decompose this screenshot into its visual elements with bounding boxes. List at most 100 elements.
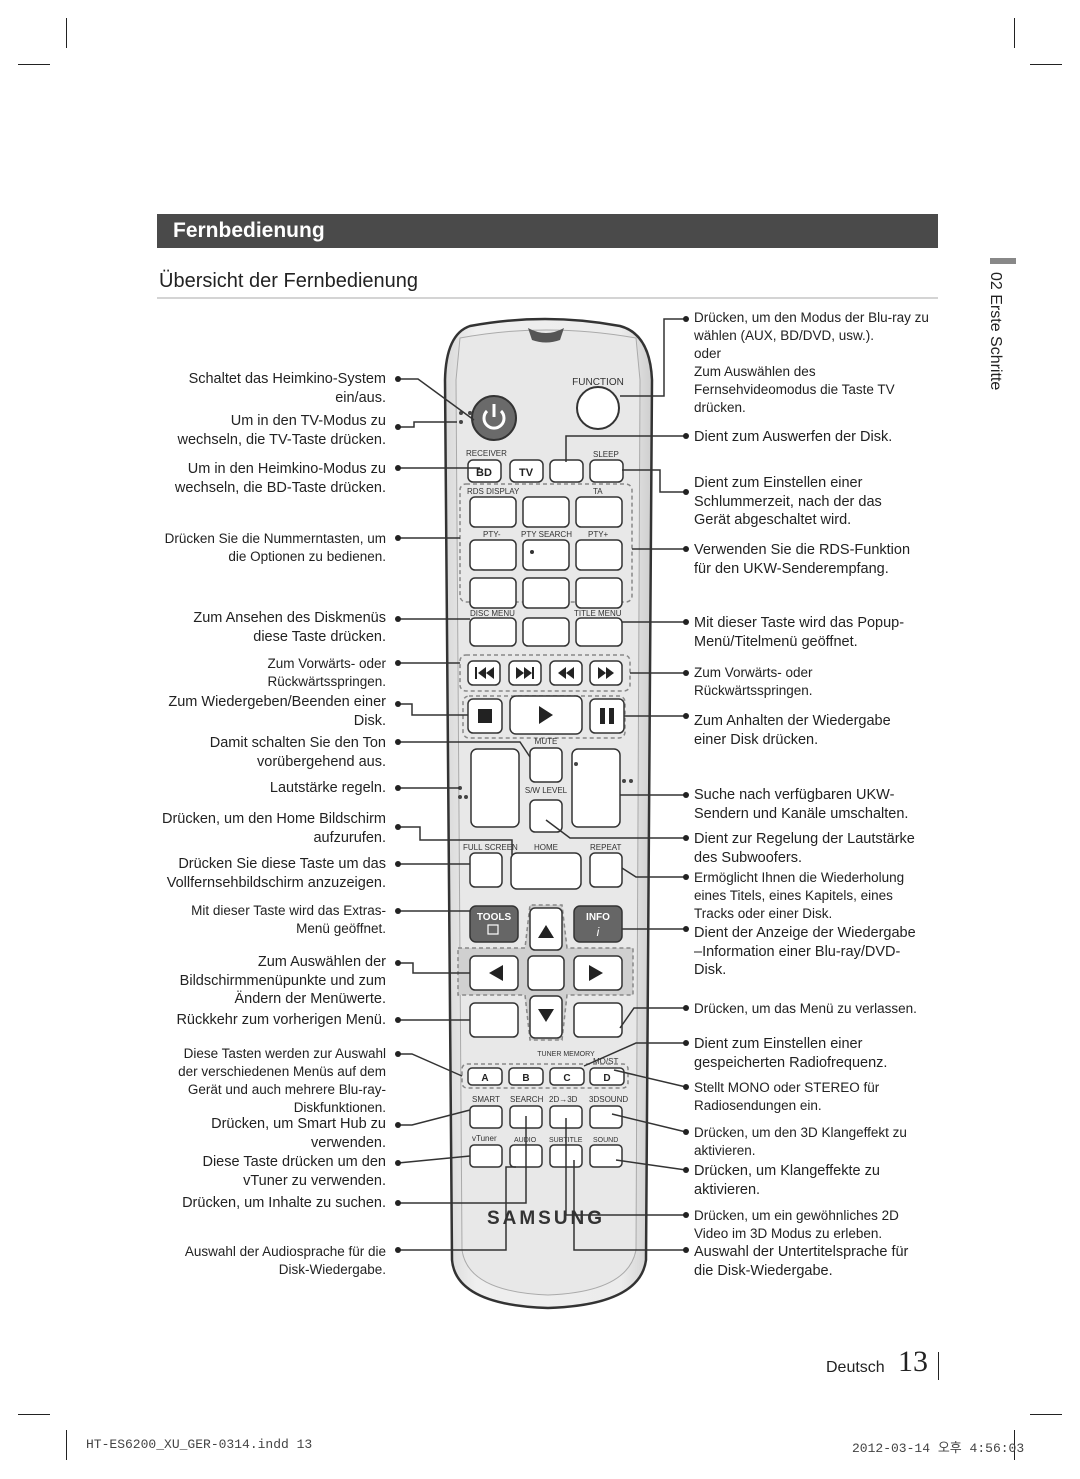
- callout-pause: Zum Anhalten der Wiedergabe einer Disk d…: [694, 713, 891, 748]
- footer-separator: [938, 1352, 939, 1380]
- svg-text:DISC MENU: DISC MENU: [470, 609, 515, 618]
- svg-text:SEARCH: SEARCH: [510, 1095, 544, 1104]
- crop-mark: [66, 1430, 67, 1460]
- crop-mark: [18, 1414, 50, 1415]
- chapter-tab-bar: [990, 258, 1016, 264]
- tools-button: [469, 905, 519, 943]
- crop-mark: [1030, 1414, 1062, 1415]
- svg-text:TOOLS: TOOLS: [477, 912, 512, 923]
- sleep-button: [589, 459, 624, 483]
- smart-button: [469, 1105, 503, 1129]
- bd-button: [467, 459, 502, 483]
- pause-button: [589, 698, 625, 734]
- callout-sw-level: Dient zur Regelung der Lautstärke des Su…: [694, 831, 915, 866]
- callout-play-stop: Zum Wiedergeben/Beenden einer Disk.: [168, 694, 386, 729]
- crop-mark: [1014, 1430, 1015, 1460]
- svg-text:TITLE MENU: TITLE MENU: [574, 609, 622, 618]
- callout-tuner-memory: Dient zum Einstellen einer gespeicherten…: [694, 1036, 888, 1071]
- number-key-9: [575, 577, 623, 609]
- svg-text:2D→3D: 2D→3D: [549, 1095, 578, 1104]
- footer-language: Deutsch: [826, 1359, 885, 1376]
- callout-return: Rückkehr zum vorherigen Menü.: [176, 1012, 386, 1028]
- color-d-button: [589, 1067, 625, 1086]
- number-key-0: [522, 617, 570, 647]
- info-button: [573, 905, 623, 943]
- 3d-sound-button: [589, 1105, 623, 1129]
- title-menu-button: [575, 617, 623, 647]
- svg-text:HOME: HOME: [534, 843, 558, 852]
- callout-volume: Lautstärke regeln.: [269, 780, 386, 796]
- color-b-button: [508, 1067, 544, 1086]
- callout-skip-right: Zum Vorwärts- oder Rückwärtsspringen.: [694, 665, 813, 698]
- svg-text:PTY-: PTY-: [483, 530, 501, 539]
- callout-mute: Damit schalten Sie den Ton vorübergehend…: [209, 735, 386, 770]
- svg-text:i: i: [597, 925, 600, 939]
- exit-button: [573, 1002, 623, 1038]
- page-number: 13: [898, 1345, 928, 1378]
- svg-text:TA: TA: [593, 487, 603, 496]
- svg-text:TUNER MEMORY: TUNER MEMORY: [537, 1051, 595, 1058]
- volume-rocker: [470, 748, 520, 828]
- callout-disc-menu: Zum Ansehen des Diskmenüs diese Taste dr…: [193, 610, 386, 645]
- callout-navigation: Zum Auswählen der Bildschirmmenüpunkte u…: [179, 954, 386, 1007]
- section-title: Fernbedienung: [173, 219, 325, 242]
- number-key-8: [522, 577, 570, 609]
- callout-bd-mode: Um in den Heimkino-Modus zu wechseln, di…: [174, 461, 386, 496]
- sound-button: [589, 1144, 623, 1168]
- callout-repeat: Ermöglicht Ihnen die Wiederholung eines …: [694, 870, 905, 921]
- callout-info: Dient der Anzeige der Wiedergabe –Inform…: [694, 925, 916, 978]
- callout-number-keys: Drücken Sie die Nummerntasten, um die Op…: [164, 531, 386, 564]
- svg-text:PTY SEARCH: PTY SEARCH: [521, 530, 572, 539]
- function-button: [576, 386, 620, 430]
- mute-button: [529, 747, 563, 783]
- callout-search: Drücken, um Inhalte zu suchen.: [182, 1195, 386, 1211]
- repeat-button: [589, 852, 623, 888]
- callout-color-keys: Diese Tasten werden zur Auswahl der vers…: [178, 1046, 386, 1115]
- callout-rds: Verwenden Sie die RDS-Funktion für den U…: [694, 542, 911, 577]
- number-key-6: [575, 539, 623, 571]
- callout-eject: Dient zum Auswerfen der Disk.: [694, 429, 893, 445]
- slug-date: 2012-03-14 오후 4:56:03: [852, 1441, 1025, 1456]
- callout-function: Drücken, um den Modus der Blu-ray zu wäh…: [694, 310, 929, 415]
- vtuner-button: [469, 1144, 503, 1168]
- svg-text:BD: BD: [476, 467, 492, 479]
- svg-text:FULL SCREEN: FULL SCREEN: [463, 843, 518, 852]
- svg-text:vTuner: vTuner: [472, 1134, 497, 1143]
- svg-text:B: B: [522, 1073, 529, 1084]
- svg-text:SMART: SMART: [472, 1095, 500, 1104]
- crop-mark: [1014, 18, 1015, 48]
- svg-text:SLEEP: SLEEP: [593, 450, 619, 459]
- callout-exit: Drücken, um das Menü zu verlassen.: [694, 1001, 917, 1016]
- svg-text:MUTE: MUTE: [535, 737, 558, 746]
- color-a-button: [467, 1067, 503, 1086]
- callout-vtuner: Diese Taste drücken um den vTuner zu ver…: [202, 1154, 386, 1189]
- sw-level-button: [529, 799, 563, 833]
- number-key-2: [522, 496, 570, 528]
- number-key-7: [469, 577, 517, 609]
- callout-skip-left: Zum Vorwärts- oder Rückwärtsspringen.: [267, 656, 386, 689]
- callout-sound: Drücken, um Klangeffekte zu aktivieren.: [694, 1163, 880, 1198]
- svg-text:SOUND: SOUND: [593, 1137, 618, 1144]
- number-key-3: [575, 496, 623, 528]
- svg-text:REPEAT: REPEAT: [590, 843, 622, 852]
- section-header-bar: [157, 214, 938, 248]
- return-button: [469, 1002, 519, 1038]
- callout-tv-mode: Um in den TV-Modus zu wechseln, die TV-T…: [177, 413, 386, 448]
- callout-audio: Auswahl der Audiosprache für die Disk-Wi…: [184, 1244, 386, 1277]
- svg-text:D: D: [603, 1073, 610, 1084]
- callout-home: Drücken, um den Home Bildschirm aufzuruf…: [161, 811, 386, 846]
- crop-mark: [18, 64, 50, 65]
- svg-text:RDS DISPLAY: RDS DISPLAY: [467, 487, 520, 496]
- svg-text:S/W LEVEL: S/W LEVEL: [525, 786, 568, 795]
- callout-power: Schaltet das Heimkino-System ein/aus.: [188, 371, 386, 406]
- svg-text:RECEIVER: RECEIVER: [466, 449, 507, 458]
- subsection-rule: [157, 297, 938, 299]
- svg-text:C: C: [563, 1073, 570, 1084]
- home-button: [510, 852, 582, 890]
- callout-tuning: Suche nach verfügbaren UKW- Sendern und …: [694, 787, 909, 822]
- callout-sleep: Dient zum Einstellen einer Schlummerzeit…: [694, 475, 882, 528]
- number-key-1: [469, 496, 517, 528]
- number-key-5: [522, 539, 570, 571]
- callout-smart: Drücken, um Smart Hub zu verwenden.: [211, 1116, 386, 1151]
